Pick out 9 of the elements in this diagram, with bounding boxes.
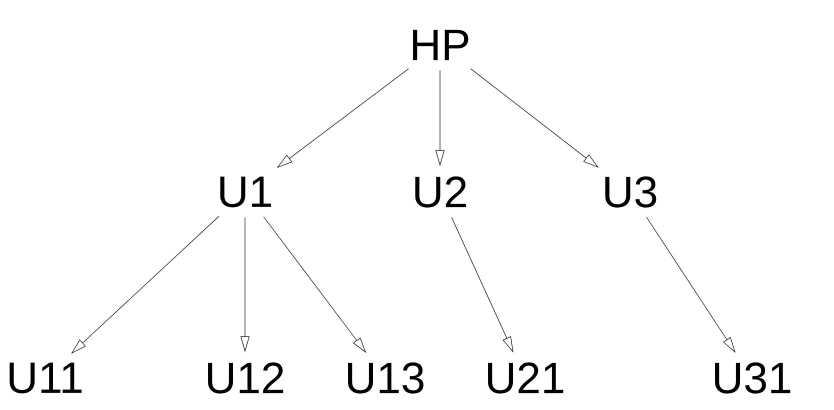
- node-label: U13: [348, 362, 424, 394]
- node-label: U11: [10, 362, 82, 394]
- node-label: HP: [413, 30, 468, 60]
- node-label: U2: [415, 176, 466, 208]
- node-label: U21: [488, 362, 564, 394]
- node-label: U1: [220, 176, 271, 208]
- node-label: U12: [208, 362, 284, 394]
- node-label: U31: [715, 362, 790, 394]
- node-label: U3: [605, 176, 656, 208]
